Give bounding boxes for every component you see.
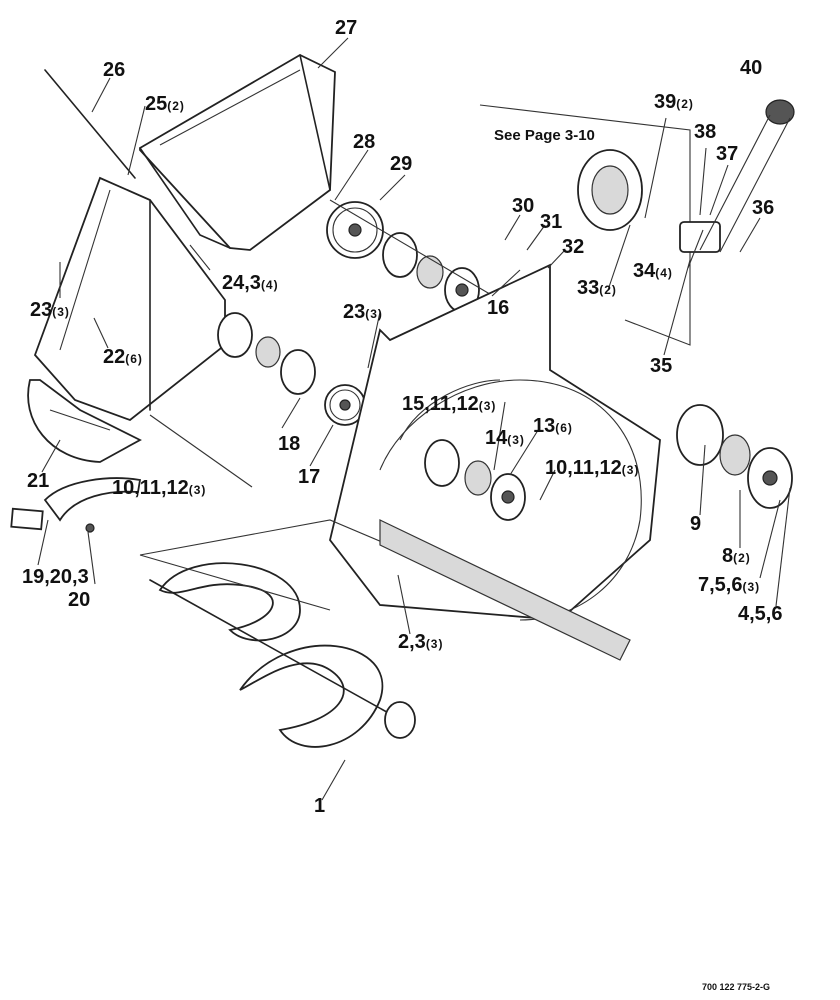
callout-18: 19,20,3 bbox=[22, 566, 89, 588]
callout-13: 13(6) bbox=[533, 415, 573, 437]
sprocket-29 bbox=[326, 201, 384, 259]
callout-30: 30 bbox=[512, 195, 534, 217]
callout-10-11-12-mid: 10,11,12(3) bbox=[545, 457, 639, 479]
callout-7-5-6: 7,5,6(3) bbox=[698, 574, 760, 596]
callout-32: 32 bbox=[562, 236, 584, 258]
bearing-flange-mid-left bbox=[217, 312, 316, 395]
callout-29: 29 bbox=[390, 153, 412, 175]
callout-24-3: 24,3(4) bbox=[222, 272, 279, 294]
callout-36: 36 bbox=[752, 197, 774, 219]
callout-10-11-12-left: 10,11,12(3) bbox=[112, 477, 206, 499]
callout-39: 39(2) bbox=[654, 91, 694, 113]
drive-hub-assembly bbox=[479, 99, 795, 346]
callout-17: 18 bbox=[278, 433, 300, 455]
callout-27: 27 bbox=[335, 17, 357, 39]
callout-labels: 26 25(2) 27 28 29 24,3(4) 23(3) 22(6) 23… bbox=[22, 17, 782, 992]
callout-1: 1 bbox=[314, 795, 325, 817]
callout-26: 26 bbox=[103, 59, 125, 81]
callout-40: 40 bbox=[740, 57, 762, 79]
callout-19-20-3: 20 bbox=[68, 589, 90, 611]
callout-37: 37 bbox=[716, 143, 738, 165]
callout-34: 34(4) bbox=[633, 260, 673, 282]
hood-shield-27 bbox=[139, 53, 336, 251]
see-page-note: See Page 3-10 bbox=[494, 127, 595, 144]
bearing-set-center bbox=[424, 439, 526, 521]
callout-31: 31 bbox=[540, 211, 562, 233]
callout-23-right: 23(3) bbox=[343, 301, 383, 323]
rod-26 bbox=[44, 69, 136, 179]
callout-21: 21 bbox=[27, 470, 49, 492]
main-side-panel bbox=[329, 263, 661, 621]
leader-lines bbox=[37, 37, 791, 801]
lower-guard-21 bbox=[27, 379, 142, 463]
callout-14: 14(3) bbox=[485, 427, 525, 449]
callout-8: 8(2) bbox=[722, 545, 751, 567]
callout-38: 38 bbox=[694, 121, 716, 143]
callout-20: 16 bbox=[487, 297, 509, 319]
strap-18 bbox=[10, 477, 142, 533]
callout-16: 17 bbox=[298, 466, 320, 488]
callout-9: 9 bbox=[690, 513, 701, 535]
callout-23-left: 23(3) bbox=[30, 299, 70, 321]
callout-28: 28 bbox=[353, 131, 375, 153]
diagram-reference-number: 700 122 775-2-G bbox=[702, 982, 770, 992]
bearing-set-right bbox=[676, 404, 793, 509]
callout-4-5-6: 4,5,6 bbox=[738, 603, 782, 625]
side-shield bbox=[33, 176, 226, 422]
callout-33: 33(2) bbox=[577, 277, 617, 299]
callout-35: 35 bbox=[650, 355, 672, 377]
callout-15-11-12: 15,11,12(3) bbox=[402, 393, 496, 415]
callout-25: 25(2) bbox=[145, 93, 185, 115]
callout-22: 22(6) bbox=[103, 346, 143, 368]
auger-1 bbox=[149, 562, 416, 748]
callout-2-3: 2,3(3) bbox=[398, 631, 443, 653]
auger-trough bbox=[139, 519, 631, 661]
